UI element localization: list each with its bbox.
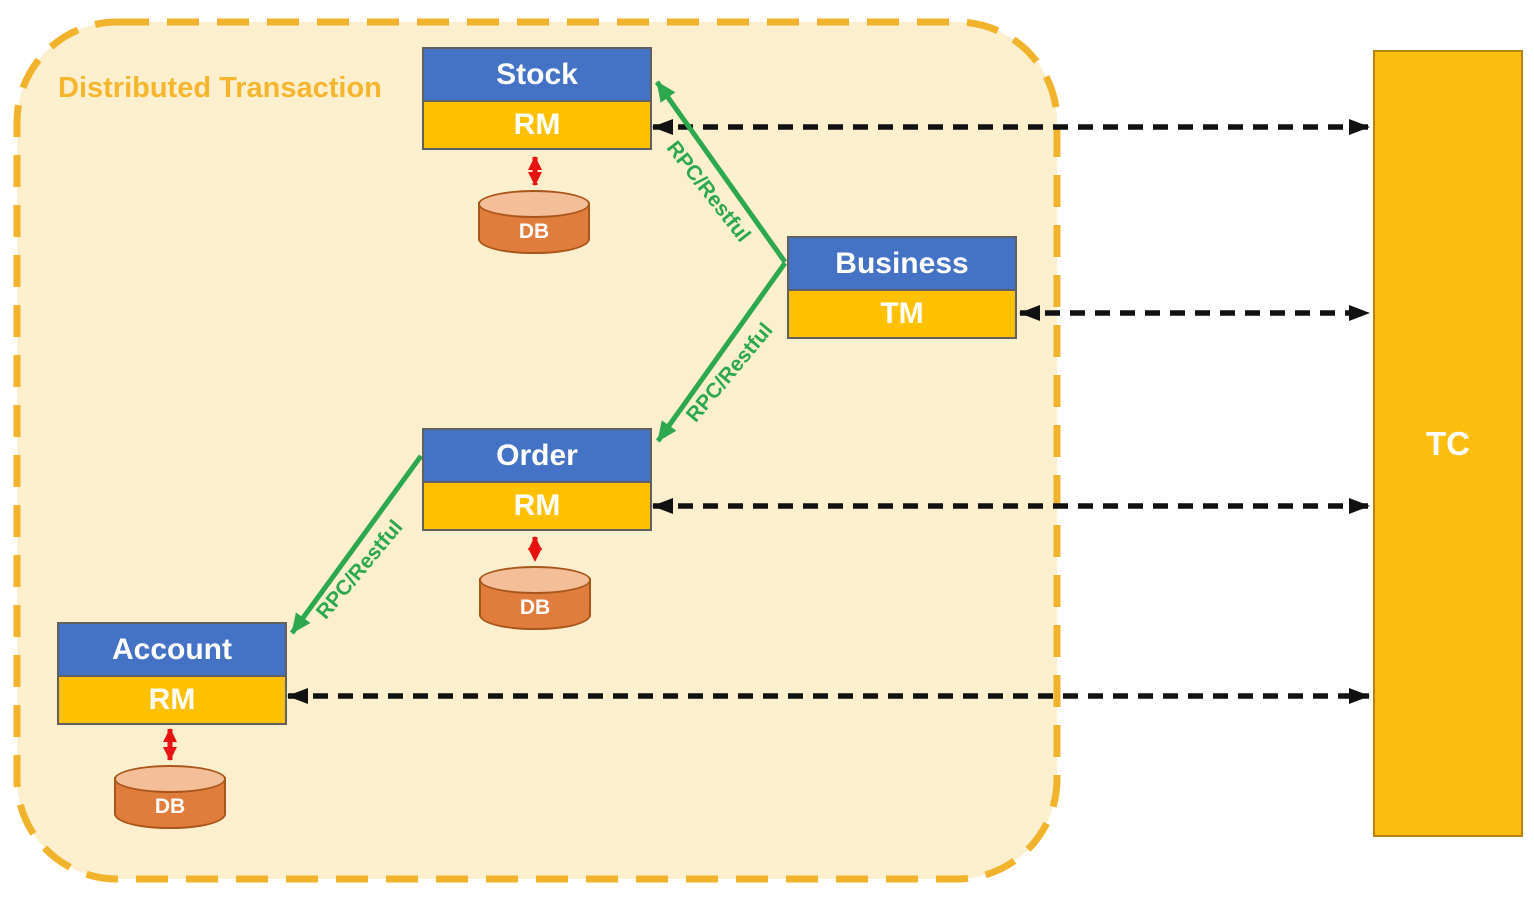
database-account: DB (114, 765, 226, 831)
service-account: Account RM (57, 622, 287, 725)
rpc-arrows (289, 80, 788, 635)
rpc-arrow-business-to-stock (654, 80, 788, 264)
distributed-transaction-title: Distributed Transaction (58, 72, 382, 104)
service-stock: Stock RM (422, 47, 652, 150)
service-stock-title: Stock (424, 49, 650, 102)
service-order-title: Order (424, 430, 650, 483)
transaction-coordinator-label: TC (1426, 424, 1470, 462)
db-link-arrows (163, 156, 542, 761)
service-business-title: Business (789, 238, 1015, 291)
service-business: Business TM (787, 236, 1017, 339)
transaction-coordinator-box: TC (1373, 50, 1523, 837)
database-stock: DB (478, 190, 590, 256)
database-order-label: DB (519, 596, 551, 619)
rpc-arrow-order-to-account (289, 454, 424, 635)
service-business-role: TM (789, 291, 1015, 337)
service-stock-role: RM (424, 102, 650, 148)
database-cylinder-top (478, 190, 590, 218)
tc-link-arrows (287, 119, 1370, 704)
database-account-label: DB (154, 795, 186, 818)
database-order: DB (479, 566, 591, 632)
service-order: Order RM (422, 428, 652, 531)
database-stock-label: DB (518, 220, 550, 243)
service-account-role: RM (59, 677, 285, 723)
service-account-title: Account (59, 624, 285, 677)
database-cylinder-top (114, 765, 226, 793)
service-order-role: RM (424, 483, 650, 529)
database-cylinder-top (479, 566, 591, 594)
rpc-arrow-business-to-order (655, 261, 788, 443)
